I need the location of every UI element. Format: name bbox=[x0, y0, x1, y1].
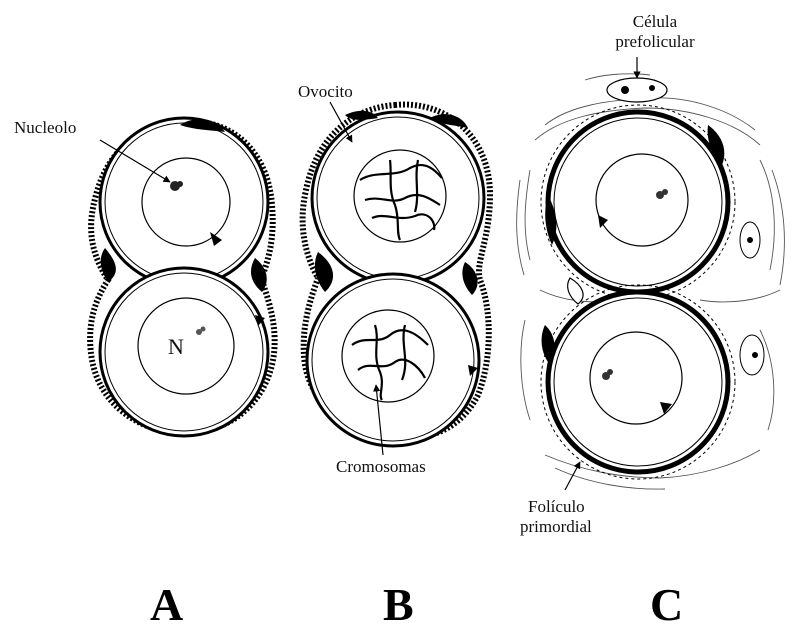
foliculo-pointer bbox=[565, 462, 580, 490]
panel-a-follicular-cell bbox=[101, 248, 116, 282]
panel-b-follicular-cell bbox=[462, 262, 477, 295]
panel-a-follicular-cell bbox=[251, 258, 267, 292]
panel-a-lower-oocyte bbox=[100, 268, 268, 436]
label-n: N bbox=[168, 337, 184, 357]
label-celula-line1: Célula bbox=[600, 12, 710, 32]
panel-a-drawing bbox=[90, 118, 275, 436]
label-celula: Célula prefolicular bbox=[600, 12, 710, 52]
label-foliculo-line2: primordial bbox=[520, 517, 592, 537]
panel-label-b: B bbox=[383, 582, 414, 628]
panel-c-prefollicular-cell bbox=[607, 78, 667, 102]
panel-b-upper-nucleus bbox=[354, 150, 446, 242]
panel-c-lower-oocyte bbox=[548, 292, 728, 472]
label-nucleolo: Nucleolo bbox=[14, 118, 76, 138]
panel-c-drawing bbox=[517, 74, 785, 489]
panel-b-drawing bbox=[303, 105, 490, 446]
panel-c-upper-oocyte bbox=[548, 112, 728, 292]
label-foliculo: Folículo primordial bbox=[520, 497, 592, 537]
label-cromosomas: Cromosomas bbox=[336, 457, 426, 477]
label-ovocito: Ovocito bbox=[298, 82, 353, 102]
panel-b-lower-nucleus bbox=[342, 310, 434, 402]
panel-a-upper-oocyte bbox=[100, 118, 268, 286]
label-foliculo-line1: Folículo bbox=[520, 497, 592, 517]
panel-label-a: A bbox=[150, 582, 183, 628]
label-celula-line2: prefolicular bbox=[600, 32, 710, 52]
panel-label-c: C bbox=[650, 582, 683, 628]
